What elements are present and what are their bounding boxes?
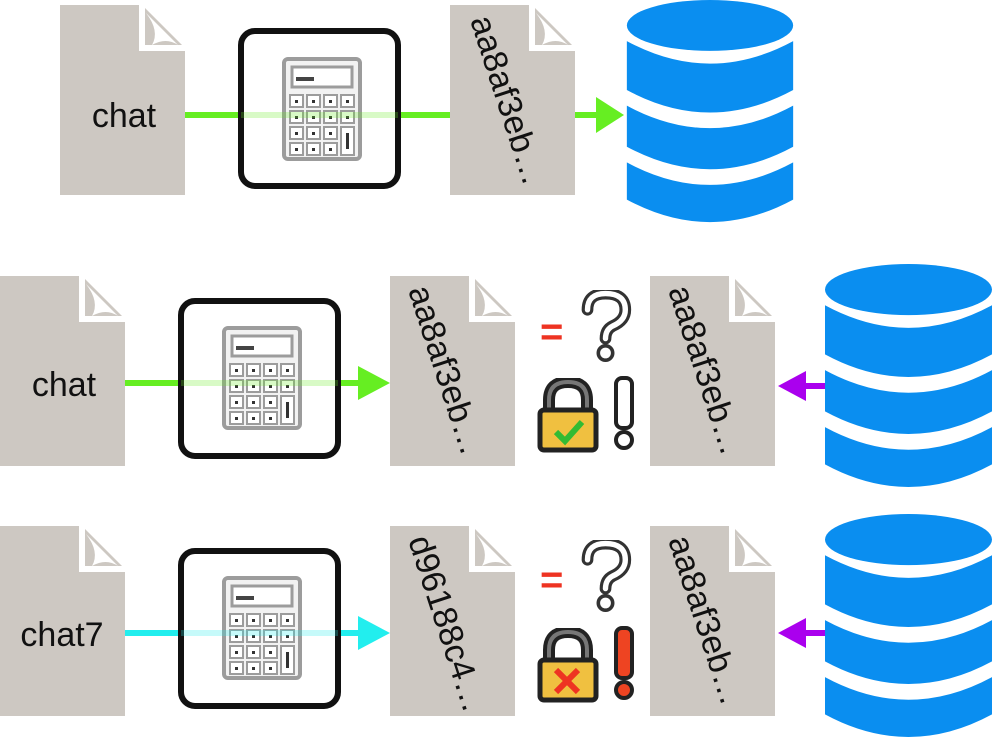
- hash-function-box: [238, 28, 401, 189]
- retrieve-arrow: [778, 618, 828, 648]
- cross-mark-icon: [553, 667, 581, 695]
- question-mark-icon: [588, 544, 626, 611]
- row-1: chat aa8af3eb…: [60, 0, 794, 223]
- row-3: chat7 d96188c4… = aa8af3eb…: [0, 514, 992, 738]
- input-label: chat: [32, 366, 97, 404]
- database-icon: [825, 264, 992, 488]
- hash-function-box: [178, 298, 341, 459]
- row-2: chat aa8af3eb… = aa8af3eb…: [0, 264, 992, 488]
- padlock-icon: [540, 632, 596, 700]
- database-icon: [626, 0, 794, 223]
- retrieve-arrow: [778, 371, 828, 401]
- input-label: chat: [92, 97, 157, 135]
- input-label: chat7: [20, 616, 103, 654]
- question-mark-icon: [588, 294, 626, 361]
- calculator-icon: [222, 576, 302, 680]
- connector-line: [183, 97, 624, 133]
- equals-symbol: =: [540, 310, 563, 354]
- equals-symbol: =: [540, 558, 563, 602]
- exclamation-icon: [614, 376, 634, 450]
- database-icon: [825, 514, 992, 738]
- calculator-icon: [282, 57, 362, 161]
- comparison: =: [540, 294, 634, 450]
- comparison: =: [540, 544, 634, 700]
- hash-function-box: [178, 548, 341, 709]
- calculator-icon: [222, 326, 302, 430]
- connector-line: [123, 616, 390, 650]
- check-mark-icon: [553, 419, 585, 446]
- connector-line: [123, 366, 390, 400]
- exclamation-icon: [614, 626, 634, 700]
